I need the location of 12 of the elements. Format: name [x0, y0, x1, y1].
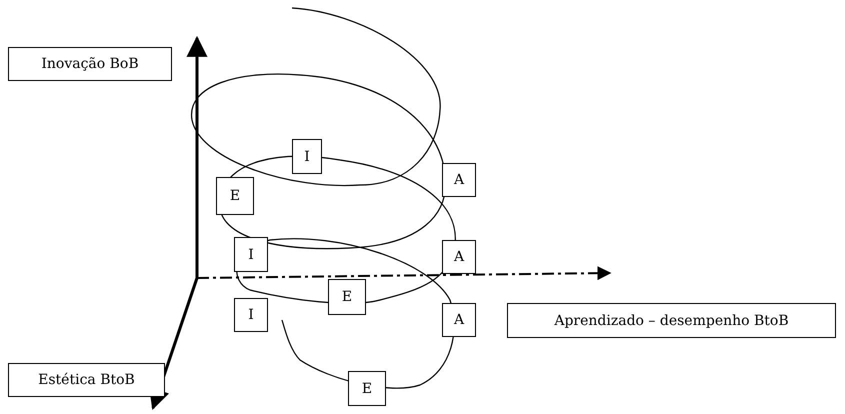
label-box: A [442, 240, 476, 274]
label-box: E [328, 279, 366, 315]
label-box: E [216, 177, 254, 215]
label-box: A [442, 303, 476, 337]
label-box: Estética BtoB [8, 363, 165, 397]
label-box: E [348, 371, 386, 406]
label-box: Inovação BoB [8, 47, 172, 81]
label-box: I [292, 139, 322, 174]
label-box: A [442, 163, 476, 197]
label-box: Aprendizado – desempenho BtoB [507, 303, 836, 338]
label-box: I [234, 237, 268, 272]
label-box: I [234, 298, 268, 332]
